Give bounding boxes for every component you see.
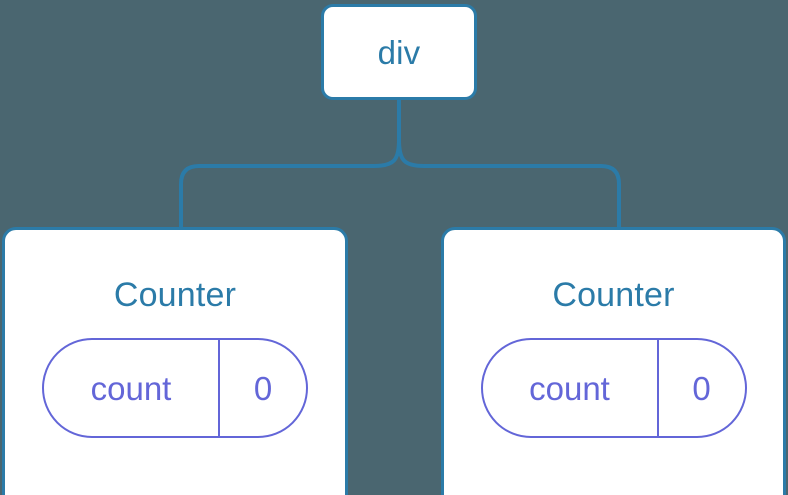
root-node-label: div <box>377 33 421 71</box>
state-pill-count[interactable]: count 0 <box>42 338 308 438</box>
root-node-div[interactable]: div <box>321 4 477 100</box>
state-value-label: 0 <box>692 369 711 407</box>
connector-branch-right <box>422 164 621 229</box>
component-card-counter-2[interactable]: Counter count 0 <box>441 227 786 495</box>
component-title: Counter <box>552 276 675 314</box>
component-card-counter-1[interactable]: Counter count 0 <box>2 227 348 495</box>
state-pill-count[interactable]: count 0 <box>480 338 747 438</box>
connector-root-stem <box>397 98 426 168</box>
component-title: Counter <box>113 276 237 314</box>
connector-root-stem-left <box>372 138 401 168</box>
connector-branch-left <box>179 164 376 229</box>
state-key-label: count <box>483 340 659 436</box>
state-value-label: 0 <box>253 369 273 407</box>
state-key-label: count <box>44 340 220 436</box>
